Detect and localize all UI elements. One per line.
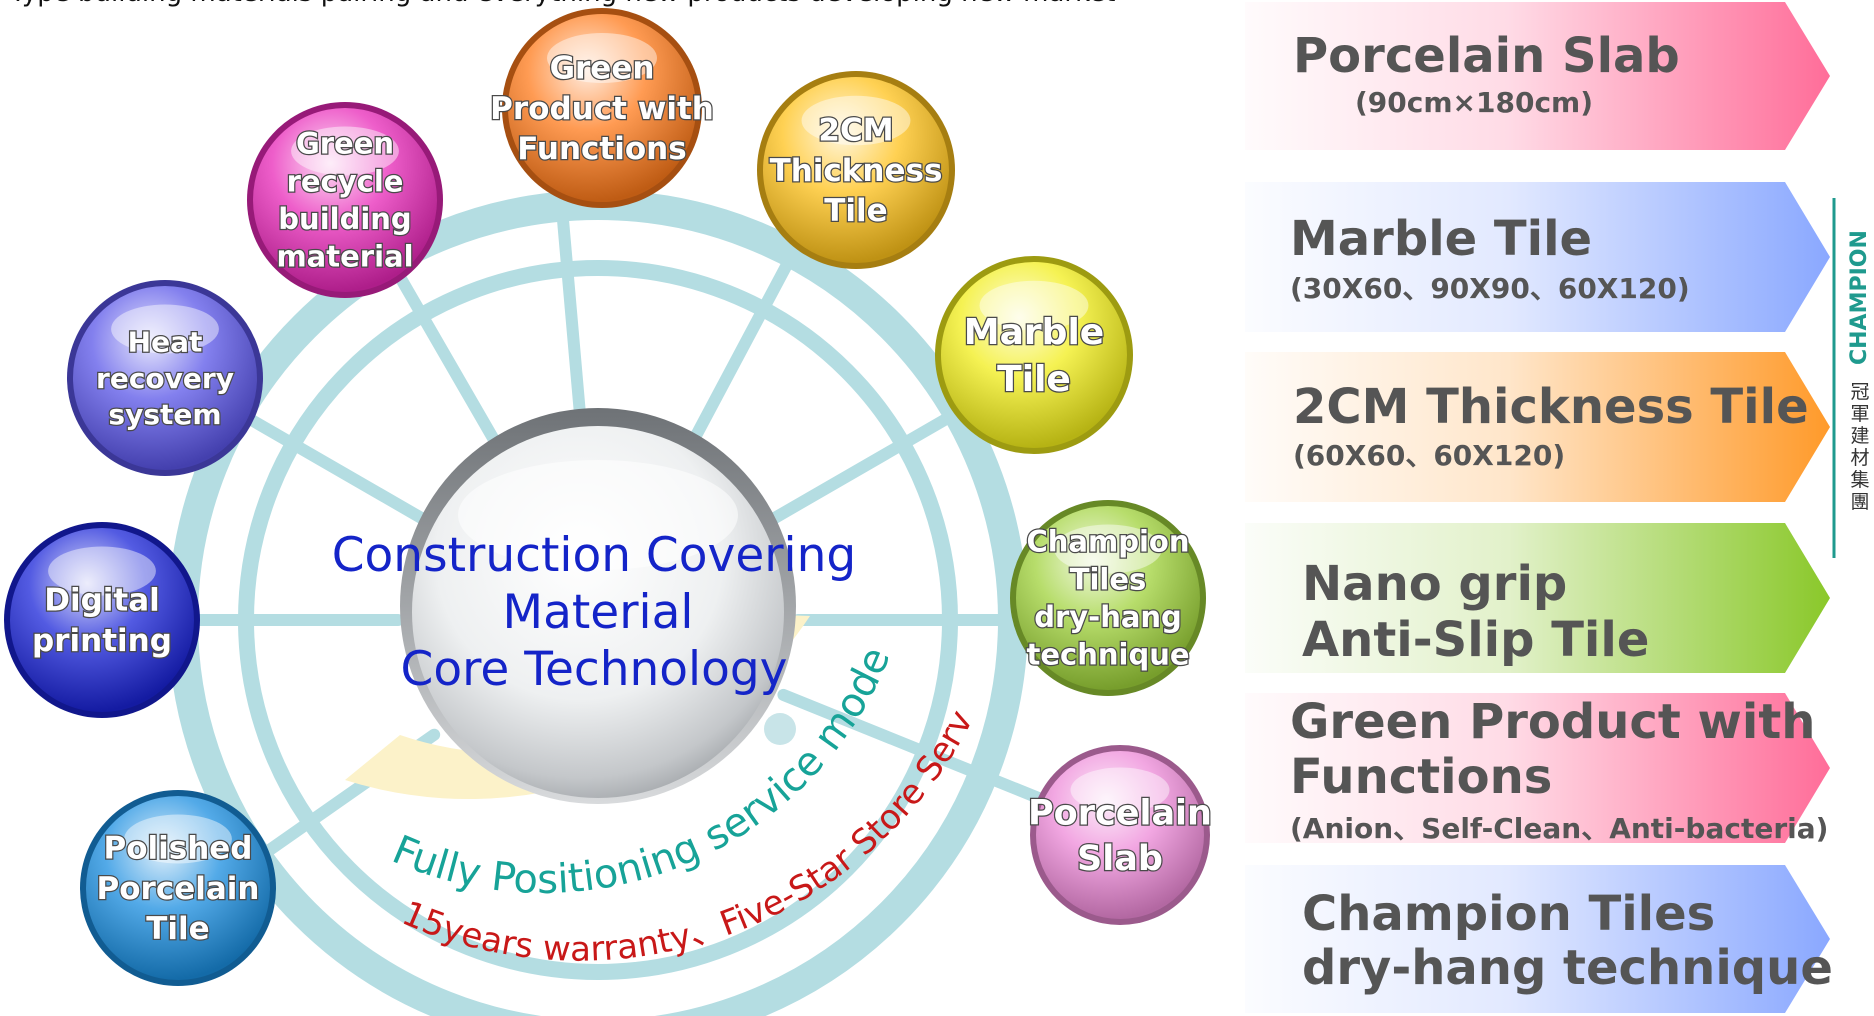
bubble-face	[10, 528, 194, 712]
bubble-shine	[1054, 524, 1162, 574]
brand-chinese-char: 團	[1850, 491, 1869, 513]
bubble-label-line: Product with	[490, 91, 714, 127]
brand-name: CHAMPION	[1847, 230, 1872, 365]
arrow-shape	[1245, 865, 1830, 1013]
brand-chinese-char: 建	[1850, 425, 1869, 447]
bubble-label-line: Digital	[44, 583, 160, 619]
porcelain-slab-arrow: Porcelain Slab(90cm×180cm)	[1245, 2, 1830, 150]
bubble-label-line: building	[278, 202, 411, 236]
service-ring-band	[345, 615, 810, 800]
brand-chinese-char: 軍	[1850, 403, 1869, 425]
bubble-face	[86, 796, 270, 980]
arrow-subtitle: (Anion、Self-Clean、Anti-bacteria)	[1290, 812, 1828, 845]
bubble-label-line: 2CM	[818, 113, 893, 149]
bubble-label-line: Thickness	[770, 153, 943, 189]
product-arrow-list: Porcelain Slab(90cm×180cm) Marble Tile (30…	[1245, 2, 1833, 1013]
bubble-label-line: Green	[296, 127, 394, 161]
brand-chinese-char: 材	[1850, 447, 1869, 469]
bubble-face	[1036, 751, 1204, 919]
bubble-shine	[124, 814, 232, 864]
arrow-shape	[1245, 2, 1830, 150]
bubble-shine	[111, 304, 219, 354]
bubble-face	[941, 262, 1127, 448]
arrow-subtitle: (90cm×180cm)	[1355, 86, 1593, 119]
arrow-title-line: Porcelain Slab	[1293, 28, 1680, 84]
arrow-title-line: Marble Tile	[1290, 211, 1592, 267]
bubble-label-line: Functions	[517, 131, 686, 167]
bubble-label-line: Heat	[128, 325, 203, 358]
bubble-shine	[1070, 767, 1170, 813]
bubble-shine	[48, 546, 156, 596]
bubble-shine	[547, 33, 657, 83]
bubble-shine	[979, 280, 1089, 331]
bubble-label-line: Tile	[146, 911, 209, 947]
digital-printing-bubble: Digital printing	[4, 522, 200, 718]
bubble-face	[253, 108, 437, 292]
bubble-label-line: printing	[32, 623, 172, 659]
bubble-face	[73, 286, 257, 470]
arrow-shape	[1245, 182, 1830, 332]
bubble-label-line: Polished	[103, 831, 252, 867]
cut-off-header-text: Type building materials pairing and ever…	[10, 0, 1115, 8]
ring-joint-dot	[764, 713, 796, 745]
bubble-label-line: recovery	[96, 362, 234, 395]
arrow-shape	[1245, 523, 1830, 673]
core-title-line-3: Core Technology	[401, 642, 788, 697]
arrow-title-line: 2CM Thickness Tile	[1293, 379, 1809, 435]
arrow-title-line: Champion Tiles	[1302, 886, 1715, 942]
bubble-label-line: Porcelain	[1028, 794, 1212, 834]
bubble-label-line: recycle	[287, 164, 404, 198]
arrow-shape	[1245, 693, 1830, 843]
bubble-label-line: Green	[550, 51, 655, 87]
arrow-title-line: Nano grip	[1302, 556, 1567, 612]
brand-chinese-char: 集	[1850, 469, 1869, 491]
bubble-label-line: Champion	[1027, 525, 1190, 559]
arrow-subtitle: (30X60、90X90、60X120)	[1290, 272, 1690, 305]
bubble-label-line: Tiles	[1070, 562, 1147, 596]
bubble-label-line: Porcelain	[97, 871, 260, 907]
bubble-label-line: Tile	[997, 359, 1071, 400]
arrow-shape	[1245, 352, 1830, 502]
wheel-inner-ring	[238, 260, 958, 980]
thickness-tile-arrow: 2CM Thickness Tile (60X60、60X120)	[1245, 352, 1830, 502]
bubble-label-line: material	[276, 240, 413, 274]
brand-chinese-char: 冠	[1850, 381, 1869, 403]
bubble-label-line: Slab	[1077, 839, 1163, 879]
bubble-label-line: system	[108, 398, 221, 431]
core-title-line-2: Material	[503, 585, 694, 640]
arrow-title-line: Anti-Slip Tile	[1302, 612, 1649, 668]
bubble-label-line: dry-hang	[1034, 600, 1182, 634]
arrow-subtitle: (60X60、60X120)	[1293, 439, 1565, 472]
bubble-face	[1016, 506, 1200, 690]
bubble-label-line: Tile	[824, 193, 887, 229]
bubble-label-line: technique	[1026, 638, 1189, 672]
arrow-title-line: Green Product with	[1290, 694, 1815, 750]
bubble-face	[508, 14, 696, 202]
core-title-line-1: Construction Covering	[332, 528, 857, 583]
bubble-face	[763, 77, 949, 263]
bubble-shine	[291, 126, 399, 176]
marble-tile-arrow: Marble Tile (30X60、90X90、60X120)	[1245, 182, 1830, 332]
core-highlight	[458, 460, 738, 570]
bubble-label-line: Marble	[964, 312, 1104, 353]
arrow-title-line: dry-hang technique	[1302, 940, 1833, 996]
bubble-shine	[801, 95, 911, 146]
arrow-title-line: Functions	[1290, 749, 1552, 805]
